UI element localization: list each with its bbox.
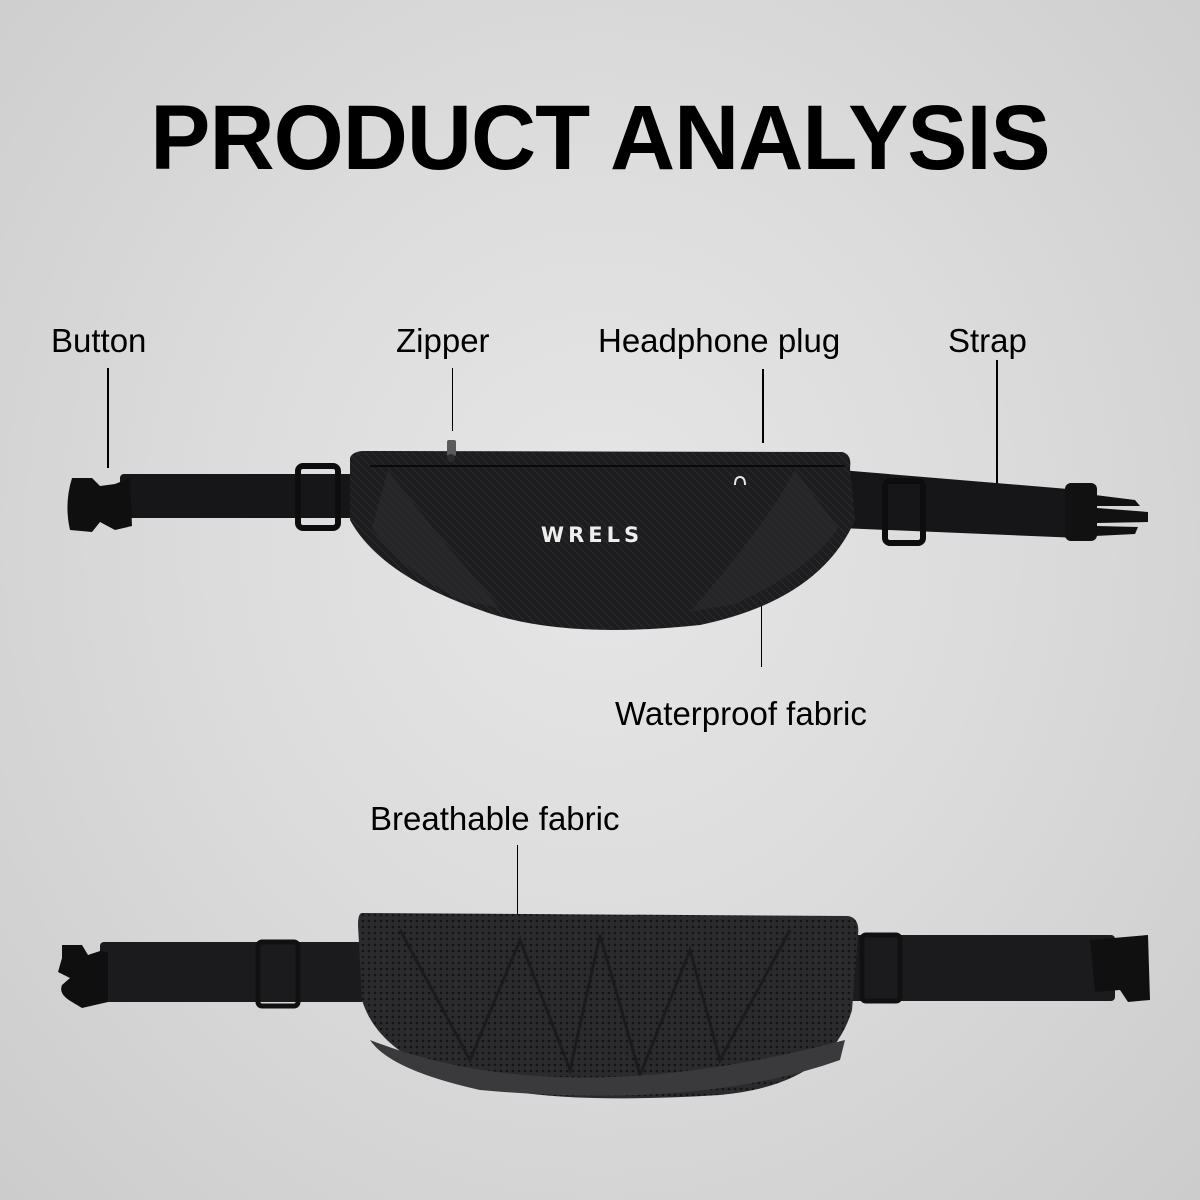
callout-waterproof-line (761, 570, 762, 667)
back-left-slider-icon (255, 939, 301, 1009)
brand-logo: WRELS (541, 523, 643, 547)
callout-headphone-plug-line (762, 369, 764, 443)
back-strap-left (100, 942, 365, 1002)
callout-strap-line (996, 360, 998, 490)
callout-waterproof-fabric: Waterproof fabric (615, 695, 867, 732)
front-bag-body (350, 451, 855, 630)
zipper-pull-icon (447, 440, 456, 462)
front-strap-right (840, 470, 1080, 538)
callout-headphone-plug: Headphone plug (598, 322, 841, 359)
back-right-slider-icon (859, 932, 903, 1004)
callout-strap: Strap (948, 322, 1027, 359)
left-strap-slider-icon (295, 463, 341, 531)
back-left-buckle-icon (58, 945, 108, 1008)
callout-breathable-line (517, 845, 518, 940)
button-buckle-icon (67, 478, 132, 532)
back-right-buckle-icon (1090, 935, 1150, 1002)
callout-button-line (107, 368, 109, 468)
headphone-plug-icon (734, 475, 746, 486)
strap-buckle-icon (1065, 483, 1148, 541)
page-title: PRODUCT ANALYSIS (150, 87, 1050, 189)
back-strap-right (845, 935, 1115, 1001)
callout-zipper-line (452, 368, 453, 431)
back-bag-body (358, 913, 859, 1099)
callout-breathable-fabric: Breathable fabric (370, 800, 620, 837)
right-strap-slider-icon (882, 478, 926, 546)
callout-zipper: Zipper (396, 322, 490, 359)
callout-button: Button (51, 322, 147, 359)
